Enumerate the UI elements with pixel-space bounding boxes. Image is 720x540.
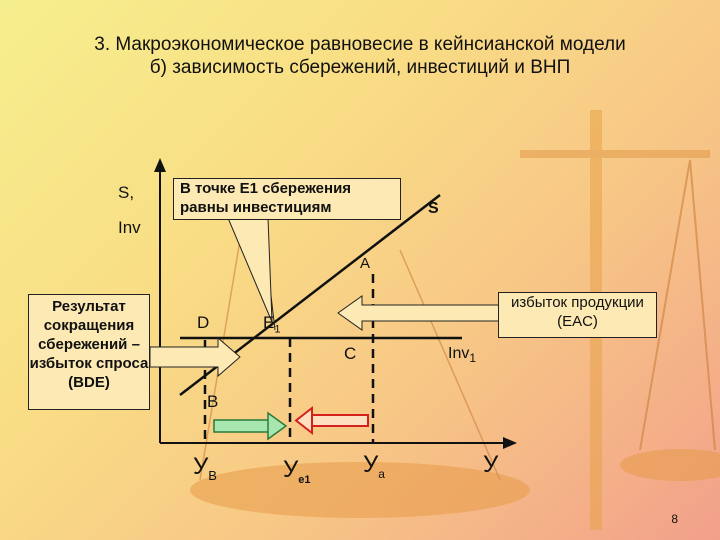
scale-string [639,159,691,451]
green-arrow [213,411,288,441]
callout-right: избыток продукции (EAC) [498,292,657,338]
investment-curve-label-sub: 1 [469,351,477,366]
callout-top: В точке Е1 сбережения равны инвестициям [173,178,401,220]
scale-pan [620,449,720,481]
point-b-label: B [207,392,219,411]
red-arrow [294,405,369,436]
y-a-label-text: У [363,451,379,478]
y-e-label-text: У [283,456,299,483]
point-e-label: E1 [263,313,280,335]
y-a-label: Уa [363,451,385,481]
investment-curve-label: Inv1 [448,345,476,365]
savings-curve-label: S [428,200,439,217]
x-axis-label: У [483,451,499,478]
scale-string [689,159,716,451]
y-b-label-sub: B [208,467,217,483]
x-axis-arrow [503,437,517,449]
y-a-label-sub: a [378,466,385,481]
y-b-label-text: У [193,453,209,480]
investment-curve-label-text: Inv [448,345,470,362]
y-axis-label-inv: Inv [118,218,141,237]
point-e-label-text: E [263,313,275,332]
point-c-label: C [344,344,357,363]
y-axis-arrow [154,158,166,172]
point-d-label: D [197,313,210,332]
scale-beam [520,150,710,158]
scale-string [399,249,501,481]
scale-pan [190,462,530,518]
slide-title-line1: 3. Макроэкономическое равновесие в кейнс… [94,34,626,55]
point-a-label: A [360,255,371,272]
slide-title-line2: б) зависимость сбережений, инвестиций и … [149,57,571,78]
y-b-label: УB [193,453,217,483]
point-e-label-sub: 1 [274,323,281,336]
y-axis-label-s: S, [118,183,135,202]
callout-left-arrow [149,336,241,378]
y-e-label: Уe1 [283,456,311,486]
y-e-label-sub: e1 [298,473,311,486]
callout-right-arrow [337,295,501,331]
page-number: 8 [671,512,678,526]
callout-left: Результат сокращения сбережений – избыто… [28,294,150,410]
